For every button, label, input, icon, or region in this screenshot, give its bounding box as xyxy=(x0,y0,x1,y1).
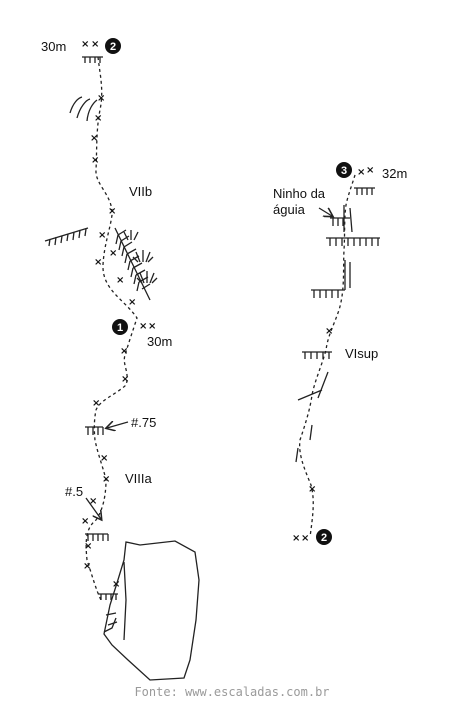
svg-text:×: × xyxy=(91,155,99,166)
svg-text:×: × xyxy=(81,39,89,50)
ledge-right-mid xyxy=(311,289,345,298)
ninho-label-line1: Ninho da xyxy=(273,186,326,201)
left-pitch: × × × × × × × × × × × × × × × × × × × × … xyxy=(41,38,200,681)
svg-text:×: × xyxy=(98,230,106,241)
ledge-left-top xyxy=(82,56,103,63)
rock-crack xyxy=(103,561,127,641)
svg-text:×: × xyxy=(102,474,110,485)
svg-text:×: × xyxy=(112,579,120,590)
belay-badge-3: 3 xyxy=(336,162,352,178)
ledge-ninho xyxy=(330,217,350,226)
svg-text:×: × xyxy=(94,257,102,268)
source-credit: Fonte: www.escaladas.com.br xyxy=(134,685,329,699)
ledge-visup xyxy=(302,351,332,359)
svg-text:×: × xyxy=(81,516,89,527)
rock-base-detail xyxy=(105,612,118,626)
grade-upper-left: VIIb xyxy=(129,184,152,199)
ledge-right-wide xyxy=(326,237,380,246)
svg-text:×: × xyxy=(116,275,124,286)
svg-text:×: × xyxy=(83,561,91,572)
ledge-right-top xyxy=(354,187,375,195)
svg-text:×: × xyxy=(94,113,102,124)
belay-badge-1: 1 xyxy=(112,319,128,335)
svg-text:×: × xyxy=(91,39,99,50)
svg-text:×: × xyxy=(108,206,116,217)
svg-text:×: × xyxy=(90,133,98,144)
rock-pillar xyxy=(103,540,200,681)
left-bolts: × × × × × × × × × × × × × × × × × × × × … xyxy=(81,39,156,590)
svg-text:×: × xyxy=(292,533,300,544)
anchor-length-right: 32m xyxy=(382,166,407,181)
svg-text:2: 2 xyxy=(321,532,327,544)
svg-text:×: × xyxy=(301,533,309,544)
ledge-gear-75 xyxy=(85,426,104,435)
anchor-length-mid-left: 30m xyxy=(147,334,172,349)
svg-text:×: × xyxy=(148,321,156,332)
svg-text:×: × xyxy=(139,321,147,332)
svg-text:×: × xyxy=(366,165,374,176)
ledge-base xyxy=(98,593,118,600)
ledge-mid-large xyxy=(44,227,89,247)
arrow-gear-75 xyxy=(107,422,129,428)
right-bolts: × × × × × × xyxy=(292,165,374,544)
svg-text:×: × xyxy=(120,346,128,357)
svg-text:×: × xyxy=(325,326,333,337)
grass-tufts xyxy=(123,230,158,284)
svg-text:×: × xyxy=(89,496,97,507)
gear-label-5: #.5 xyxy=(65,484,83,499)
bulge-marks xyxy=(69,96,98,122)
gear-label-75: #.75 xyxy=(131,415,156,430)
svg-text:3: 3 xyxy=(341,165,347,177)
wall-crack-lines xyxy=(295,205,353,463)
svg-text:×: × xyxy=(92,398,100,409)
svg-text:2: 2 xyxy=(110,41,116,53)
svg-text:×: × xyxy=(308,484,316,495)
arrow-gear-5 xyxy=(85,497,101,519)
svg-text:×: × xyxy=(100,453,108,464)
anchor-length-top-left: 30m xyxy=(41,39,66,54)
svg-text:×: × xyxy=(128,297,136,308)
belay-badge-2-bottom: 2 xyxy=(316,529,332,545)
svg-text:×: × xyxy=(97,93,105,104)
svg-text:×: × xyxy=(121,374,129,385)
svg-text:×: × xyxy=(84,541,92,552)
grade-lower-left: VIIIa xyxy=(125,471,153,486)
ninho-label-line2: águia xyxy=(273,202,306,217)
right-pitch: × × × × × × 32m Ninho da águia VIsup 3 2 xyxy=(273,162,407,545)
svg-text:×: × xyxy=(357,167,365,178)
svg-text:1: 1 xyxy=(117,322,123,334)
ledge-lower xyxy=(85,533,109,541)
grade-right: VIsup xyxy=(345,346,378,361)
svg-text:×: × xyxy=(109,248,117,259)
arrow-ninho xyxy=(318,207,332,216)
belay-badge-2-top: 2 xyxy=(105,38,121,54)
fern-vegetation xyxy=(114,227,151,301)
